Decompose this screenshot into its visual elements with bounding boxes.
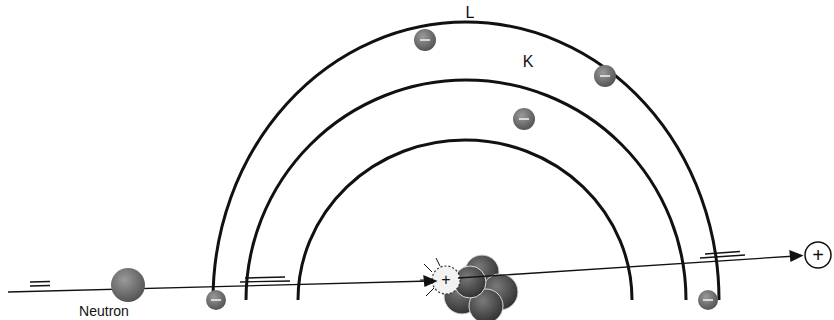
charge-symbol: + (441, 272, 450, 288)
impact-sparks (420, 258, 440, 296)
ejected-proton-site (432, 266, 460, 294)
proton-path (458, 251, 802, 278)
neutron-path (8, 276, 436, 292)
proton-circle (805, 242, 831, 268)
electron-shells (213, 22, 719, 300)
electrons (206, 29, 718, 310)
shell-label: L (466, 5, 475, 21)
charge-symbol: + (812, 245, 824, 265)
particle-label: Neutron (79, 304, 129, 318)
neutron-ball (111, 268, 145, 302)
shell-label: K (523, 54, 534, 70)
